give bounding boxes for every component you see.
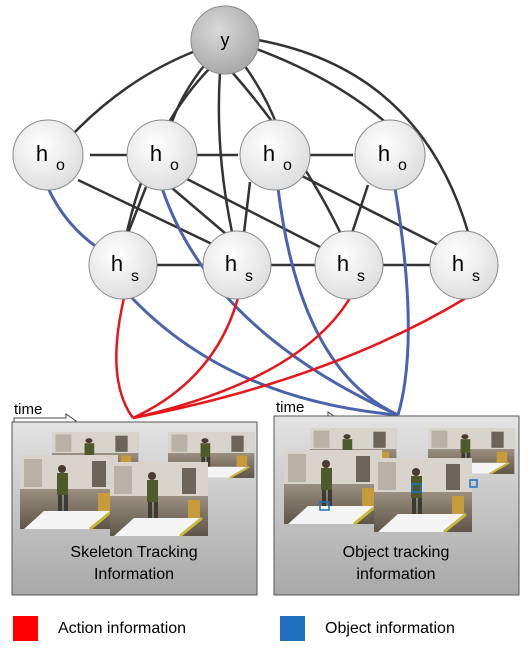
node-hs-4: h s xyxy=(429,230,499,300)
object-caption-line2: information xyxy=(356,566,435,583)
node-ho-1-label: h xyxy=(36,141,48,166)
node-ho-4-label: h xyxy=(378,141,390,166)
object-bbox-3 xyxy=(469,479,478,488)
node-hs-4-label: h xyxy=(452,251,464,276)
node-hs-4-subscript: s xyxy=(472,268,480,285)
legend-object: Object information xyxy=(280,616,455,641)
edge-y-ho4 xyxy=(253,46,393,129)
skeleton-caption-line2: Information xyxy=(94,566,174,583)
legend-object-label: Object information xyxy=(325,619,455,637)
node-ho-1: h o xyxy=(12,119,84,191)
legend-object-swatch xyxy=(280,616,305,641)
skeleton-caption-line1: Skeleton Tracking xyxy=(70,544,197,561)
node-hs-3-subscript: s xyxy=(357,268,365,285)
node-hs-3: h s xyxy=(314,230,384,300)
node-hs-1: h s xyxy=(88,230,158,300)
node-ho-3: h o xyxy=(239,119,311,191)
edge-ho1-hs2 xyxy=(77,178,213,246)
node-group: y h o h o h o h o h s h xyxy=(12,5,499,300)
object-bbox-1 xyxy=(319,501,330,511)
node-ho-4-subscript: o xyxy=(398,157,407,174)
node-ho-3-subscript: o xyxy=(283,157,292,174)
edge-ho3-hs4 xyxy=(299,173,441,248)
object-tracking-panel: time Object tracking information xyxy=(273,399,520,596)
red-edge-hs2-skeleton-panel xyxy=(132,297,240,420)
edge-ho2-hs3 xyxy=(184,176,323,250)
node-ho-2-label: h xyxy=(150,141,162,166)
node-y: y xyxy=(190,5,260,75)
skeleton-time-label: time xyxy=(14,401,42,418)
node-hs-2-label: h xyxy=(225,251,237,276)
edge-ho3-hs2 xyxy=(242,181,252,234)
node-ho-2-subscript: o xyxy=(170,157,179,174)
node-hs-1-subscript: s xyxy=(131,268,139,285)
edge-group-action xyxy=(115,296,467,420)
red-edge-hs3-skeleton-panel xyxy=(132,297,352,420)
object-time-label: time xyxy=(276,399,304,416)
node-ho-1-subscript: o xyxy=(56,157,65,174)
object-bbox-2 xyxy=(411,483,422,493)
edge-y-ho3 xyxy=(240,61,280,129)
blue-edge-ho4-object-panel xyxy=(393,187,410,416)
node-hs-2-subscript: s xyxy=(245,268,253,285)
node-ho-3-label: h xyxy=(263,141,275,166)
blue-edge-hs1-object-panel xyxy=(130,296,399,417)
edge-ho2-hs1 xyxy=(126,186,148,234)
node-hs-3-label: h xyxy=(337,251,349,276)
blue-edge-ho2-object-panel xyxy=(160,187,399,417)
node-hs-2: h s xyxy=(202,230,272,300)
legend-action-swatch xyxy=(13,616,38,641)
blue-edge-ho1-hs1 xyxy=(46,187,99,250)
node-ho-4: h o xyxy=(354,119,426,191)
red-edge-hs1-skeleton-panel xyxy=(115,297,135,419)
legend-action-label: Action information xyxy=(58,619,187,637)
node-ho-2: h o xyxy=(126,119,198,191)
edge-ho2-hs2 xyxy=(171,187,227,235)
object-video-frames xyxy=(282,426,516,534)
skeleton-tracking-panel: time Skeleton Tracking Information xyxy=(11,401,258,596)
blue-edge-ho3-object-panel xyxy=(276,187,399,417)
red-edge-hs4-skeleton-panel xyxy=(132,296,467,420)
edge-y-hs2 xyxy=(217,71,234,233)
edge-group-object xyxy=(46,187,410,417)
node-y-label: y xyxy=(221,30,230,50)
edge-ho4-hs3 xyxy=(350,184,370,234)
edge-y-hs4 xyxy=(257,38,470,233)
object-caption-line1: Object tracking xyxy=(343,544,450,561)
node-hs-1-label: h xyxy=(111,251,123,276)
legend-action: Action information xyxy=(13,616,186,641)
